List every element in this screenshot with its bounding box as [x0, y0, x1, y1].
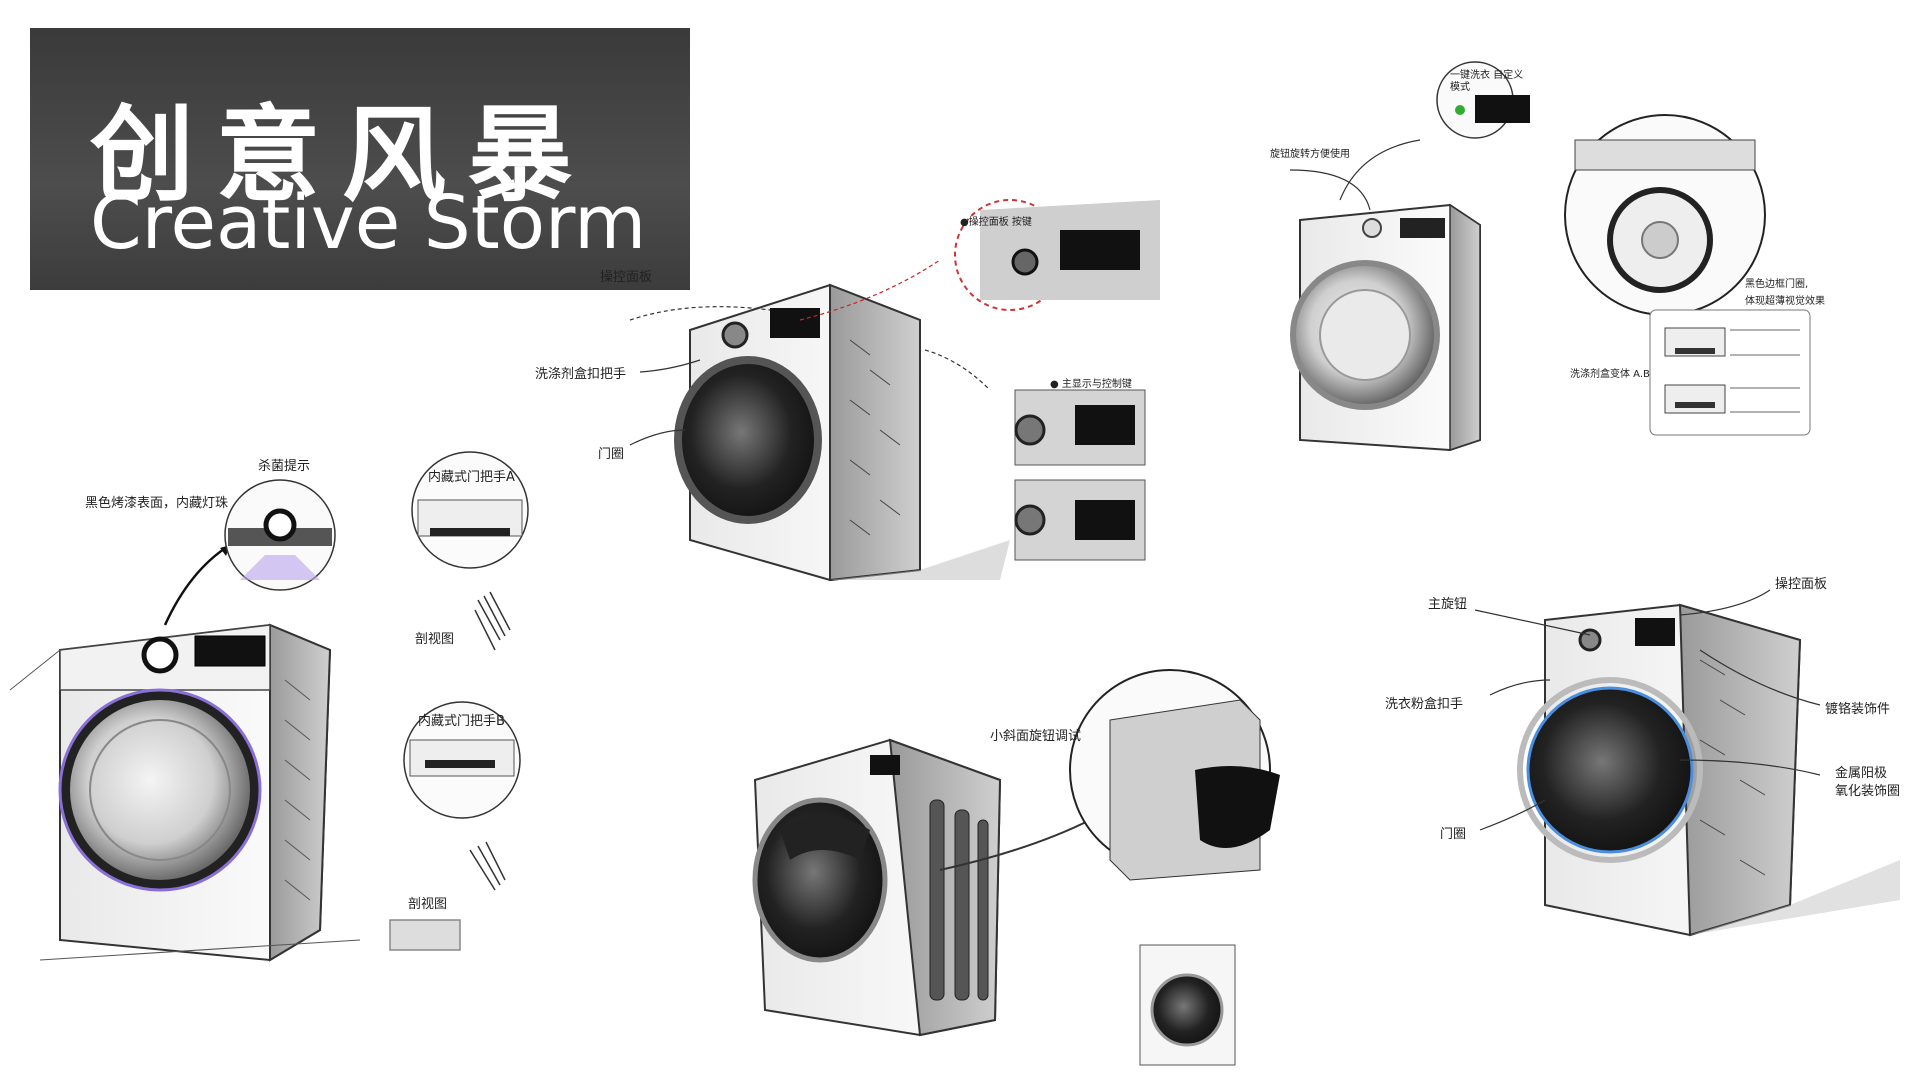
section-view-1 — [474, 591, 511, 651]
label-knob-hint: 旋钮旋转方便使用 — [1270, 149, 1350, 160]
label-callout-side: ● 主显示与控制键 — [1050, 379, 1132, 390]
label-handle-b: 内藏式门把手B — [418, 714, 505, 729]
label-knob-adjust: 小斜面旋钮调试 — [990, 729, 1082, 744]
label-detergent-handle-right: 洗衣粉盒扣手 — [1385, 697, 1464, 712]
machine-left — [9, 543, 361, 962]
callout-handle-b — [403, 701, 521, 819]
label-anodized-2: 氧化装饰圈 — [1835, 784, 1901, 799]
label-section-2: 剖视图 — [408, 897, 448, 912]
label-control-panel-center: 操控面板 — [600, 270, 653, 285]
label-sterilize: 杀菌提示 — [258, 459, 311, 474]
callout-handle-a — [411, 451, 529, 569]
machine-right-top — [1289, 139, 1481, 452]
callout-center-display-2 — [1014, 479, 1146, 561]
label-door-center: 门圈 — [598, 447, 625, 462]
label-one-key: 一键洗衣 自定义模式 — [1450, 70, 1524, 93]
callout-one-key — [1436, 61, 1530, 139]
title-chinese: 创意风暴 — [90, 94, 595, 216]
label-chrome: 镀铬装饰件 — [1825, 702, 1891, 717]
label-drawer-variants: 洗涤剂盒变体 A.B — [1570, 369, 1650, 380]
label-control-panel-right: 操控面板 — [1775, 577, 1828, 592]
title-banner: 创意风暴 Creative Storm — [30, 28, 690, 290]
callout-center-panel — [954, 199, 1160, 311]
label-door-right: 门圈 — [1440, 827, 1467, 842]
label-handle-a: 内藏式门把手A — [428, 470, 515, 485]
label-detergent-handle-center: 洗涤剂盒扣把手 — [535, 367, 627, 382]
label-anodized-1: 金属阳极 — [1835, 766, 1888, 781]
callout-door-frame — [1564, 114, 1766, 316]
machine-right-bottom — [1474, 589, 1900, 937]
label-black-paint: 黑色烤漆表面，内藏灯珠 — [85, 496, 229, 511]
machine-center-bottom — [752, 738, 1091, 1037]
callout-knob-adjust — [1069, 669, 1280, 881]
section-view-2 — [389, 841, 506, 951]
machine-center-top — [629, 259, 1010, 582]
label-callout-top: ●操控面板 按键 — [960, 217, 1032, 228]
callout-sterilize — [224, 479, 336, 591]
callout-center-display-1 — [1014, 389, 1146, 466]
label-section-1: 剖视图 — [415, 632, 455, 647]
label-main-knob: 主旋钮 — [1428, 597, 1468, 612]
machine-center-bottom-small — [1139, 944, 1236, 1066]
label-ultra-thin: 体现超薄视觉效果 — [1745, 296, 1825, 307]
callout-drawer-variants — [1649, 309, 1811, 436]
title-english: Creative Storm — [90, 180, 647, 266]
label-black-frame: 黑色边框门圈, — [1745, 279, 1809, 290]
